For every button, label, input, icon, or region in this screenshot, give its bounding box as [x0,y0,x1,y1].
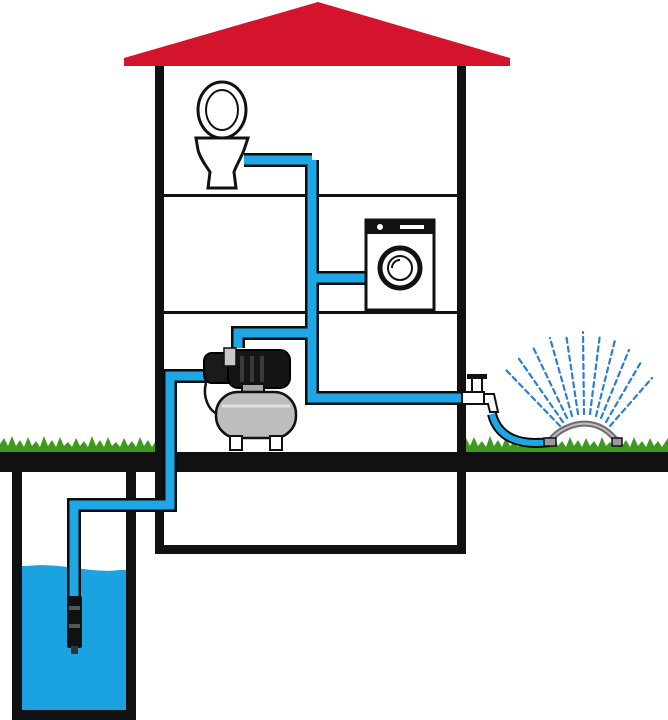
sprinkler-spray [504,330,654,428]
sprinkler-icon [543,420,623,447]
house-roof [124,2,510,66]
garden-hose-icon [487,412,551,448]
pressure-tank-icon [214,383,298,451]
washing-machine-icon [364,218,436,312]
ground-line [0,452,668,472]
submersible-filter-icon [67,596,82,654]
basement-floor [155,545,466,554]
water-pipes [67,153,462,600]
house-wall-right [457,66,466,554]
house-wall-left [155,66,164,554]
faucet-icon [461,374,500,413]
toilet-icon [194,80,251,190]
